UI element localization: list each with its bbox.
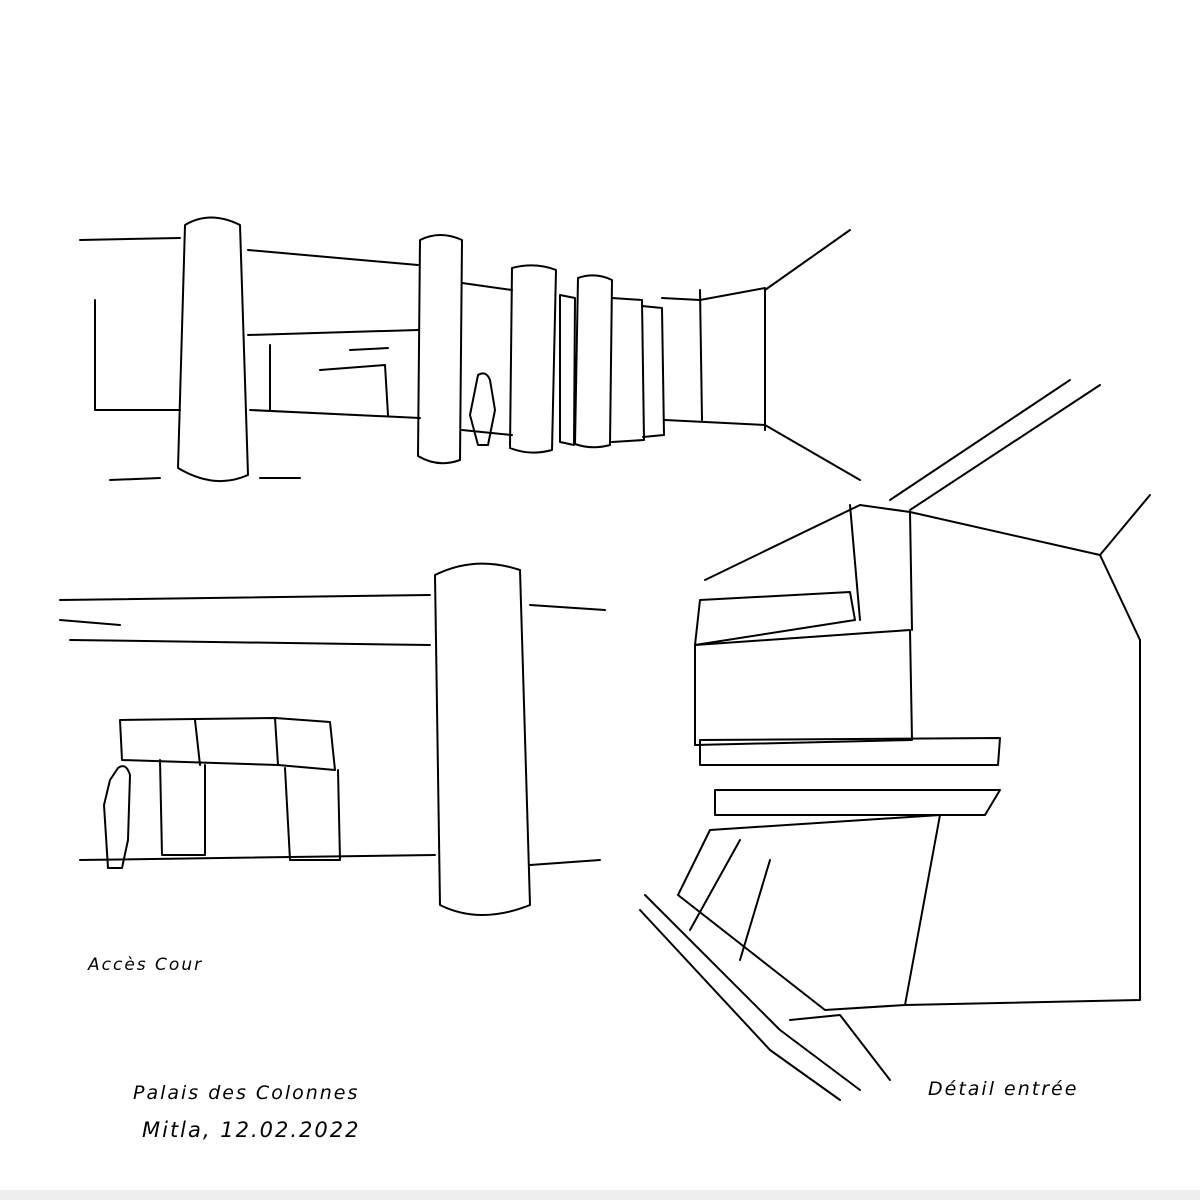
caption-detail-entree: Détail entrée <box>928 1078 1079 1100</box>
bottom-border <box>0 1190 1200 1200</box>
caption-acces-cour: Accès Cour <box>88 955 204 975</box>
sketch-title: Palais des Colonnes <box>133 1082 360 1104</box>
colonnade-sketch <box>79 216 861 483</box>
place-date: Mitla, 12.02.2022 <box>142 1118 361 1142</box>
court-access-sketch <box>59 562 606 916</box>
entrance-detail-sketch <box>639 379 1151 1101</box>
